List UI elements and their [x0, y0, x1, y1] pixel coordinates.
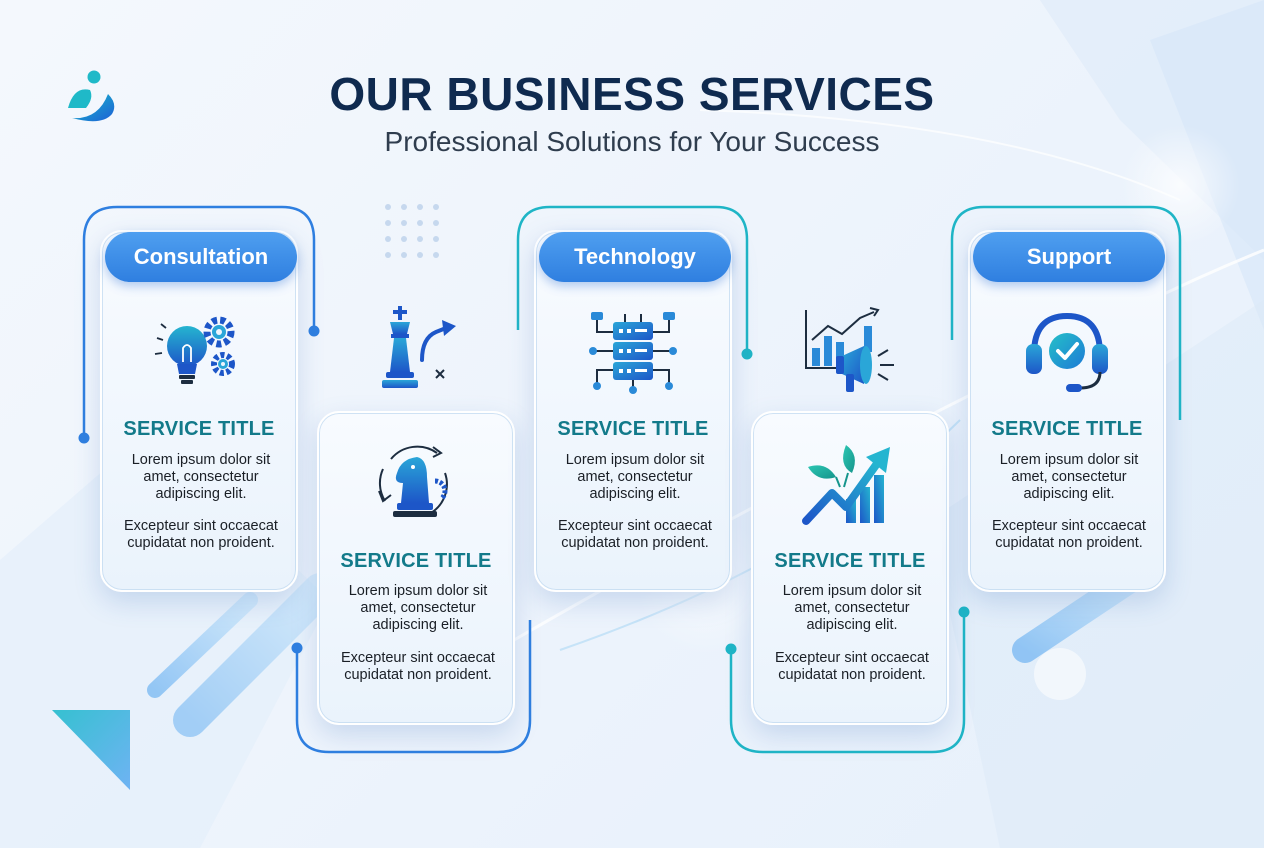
- service-title: SERVICE TITLE: [123, 418, 275, 440]
- service-title: SERVICE TITLE: [774, 550, 926, 572]
- service-card-support[interactable]: Support SERVICE TITLE Lorem ipsum dol: [968, 230, 1166, 592]
- category-pill-consultation[interactable]: Consultation: [105, 232, 297, 282]
- service-description: Lorem ipsum dolor sit amet, consectetur …: [782, 583, 922, 633]
- chess-knight-cycle-icon: [378, 445, 448, 517]
- service-description: Lorem ipsum dolor sit amet, consectetur …: [348, 583, 488, 633]
- service-description-secondary: Excepteur sint occaecat cupidatat non pr…: [992, 518, 1146, 551]
- server-network-icon: [589, 312, 677, 394]
- lightbulb-gears-icon: [154, 316, 235, 384]
- header: OUR BUSINESS SERVICES Professional Solut…: [0, 66, 1264, 160]
- service-description-secondary: Excepteur sint occaecat cupidatat non pr…: [341, 650, 495, 683]
- service-title: SERVICE TITLE: [340, 550, 492, 572]
- service-card-growth[interactable]: SERVICE TITLE Lorem ipsum dolor sit amet…: [751, 411, 949, 725]
- service-card-consultation[interactable]: Consultation SERVICE TITLE Lorem ipsum d…: [100, 230, 298, 592]
- service-card-strategy[interactable]: SERVICE TITLE Lorem ipsum dolor sit amet…: [317, 411, 515, 725]
- service-description: Lorem ipsum dolor sit amet, consectetur …: [131, 452, 271, 502]
- category-pill-support[interactable]: Support: [973, 232, 1165, 282]
- headset-check-icon: [1026, 312, 1108, 392]
- service-description: Lorem ipsum dolor sit amet, consectetur …: [565, 452, 705, 502]
- page-subtitle: Professional Solutions for Your Success: [384, 126, 880, 157]
- service-description: Lorem ipsum dolor sit amet, consectetur …: [999, 452, 1139, 502]
- service-title: SERVICE TITLE: [991, 418, 1143, 440]
- service-card-technology[interactable]: Technology: [534, 230, 732, 592]
- service-description-secondary: Excepteur sint occaecat cupidatat non pr…: [775, 650, 929, 683]
- chess-king-strategy-icon: [382, 306, 456, 388]
- service-title: SERVICE TITLE: [557, 418, 709, 440]
- service-description-secondary: Excepteur sint occaecat cupidatat non pr…: [558, 518, 712, 551]
- page-title: OUR BUSINESS SERVICES: [329, 68, 935, 120]
- company-logo: [68, 70, 115, 122]
- service-description-secondary: Excepteur sint occaecat cupidatat non pr…: [124, 518, 278, 551]
- category-pill-technology[interactable]: Technology: [539, 232, 731, 282]
- marketing-megaphone-chart-icon: [805, 307, 894, 392]
- growth-chart-leaves-icon: [802, 445, 890, 525]
